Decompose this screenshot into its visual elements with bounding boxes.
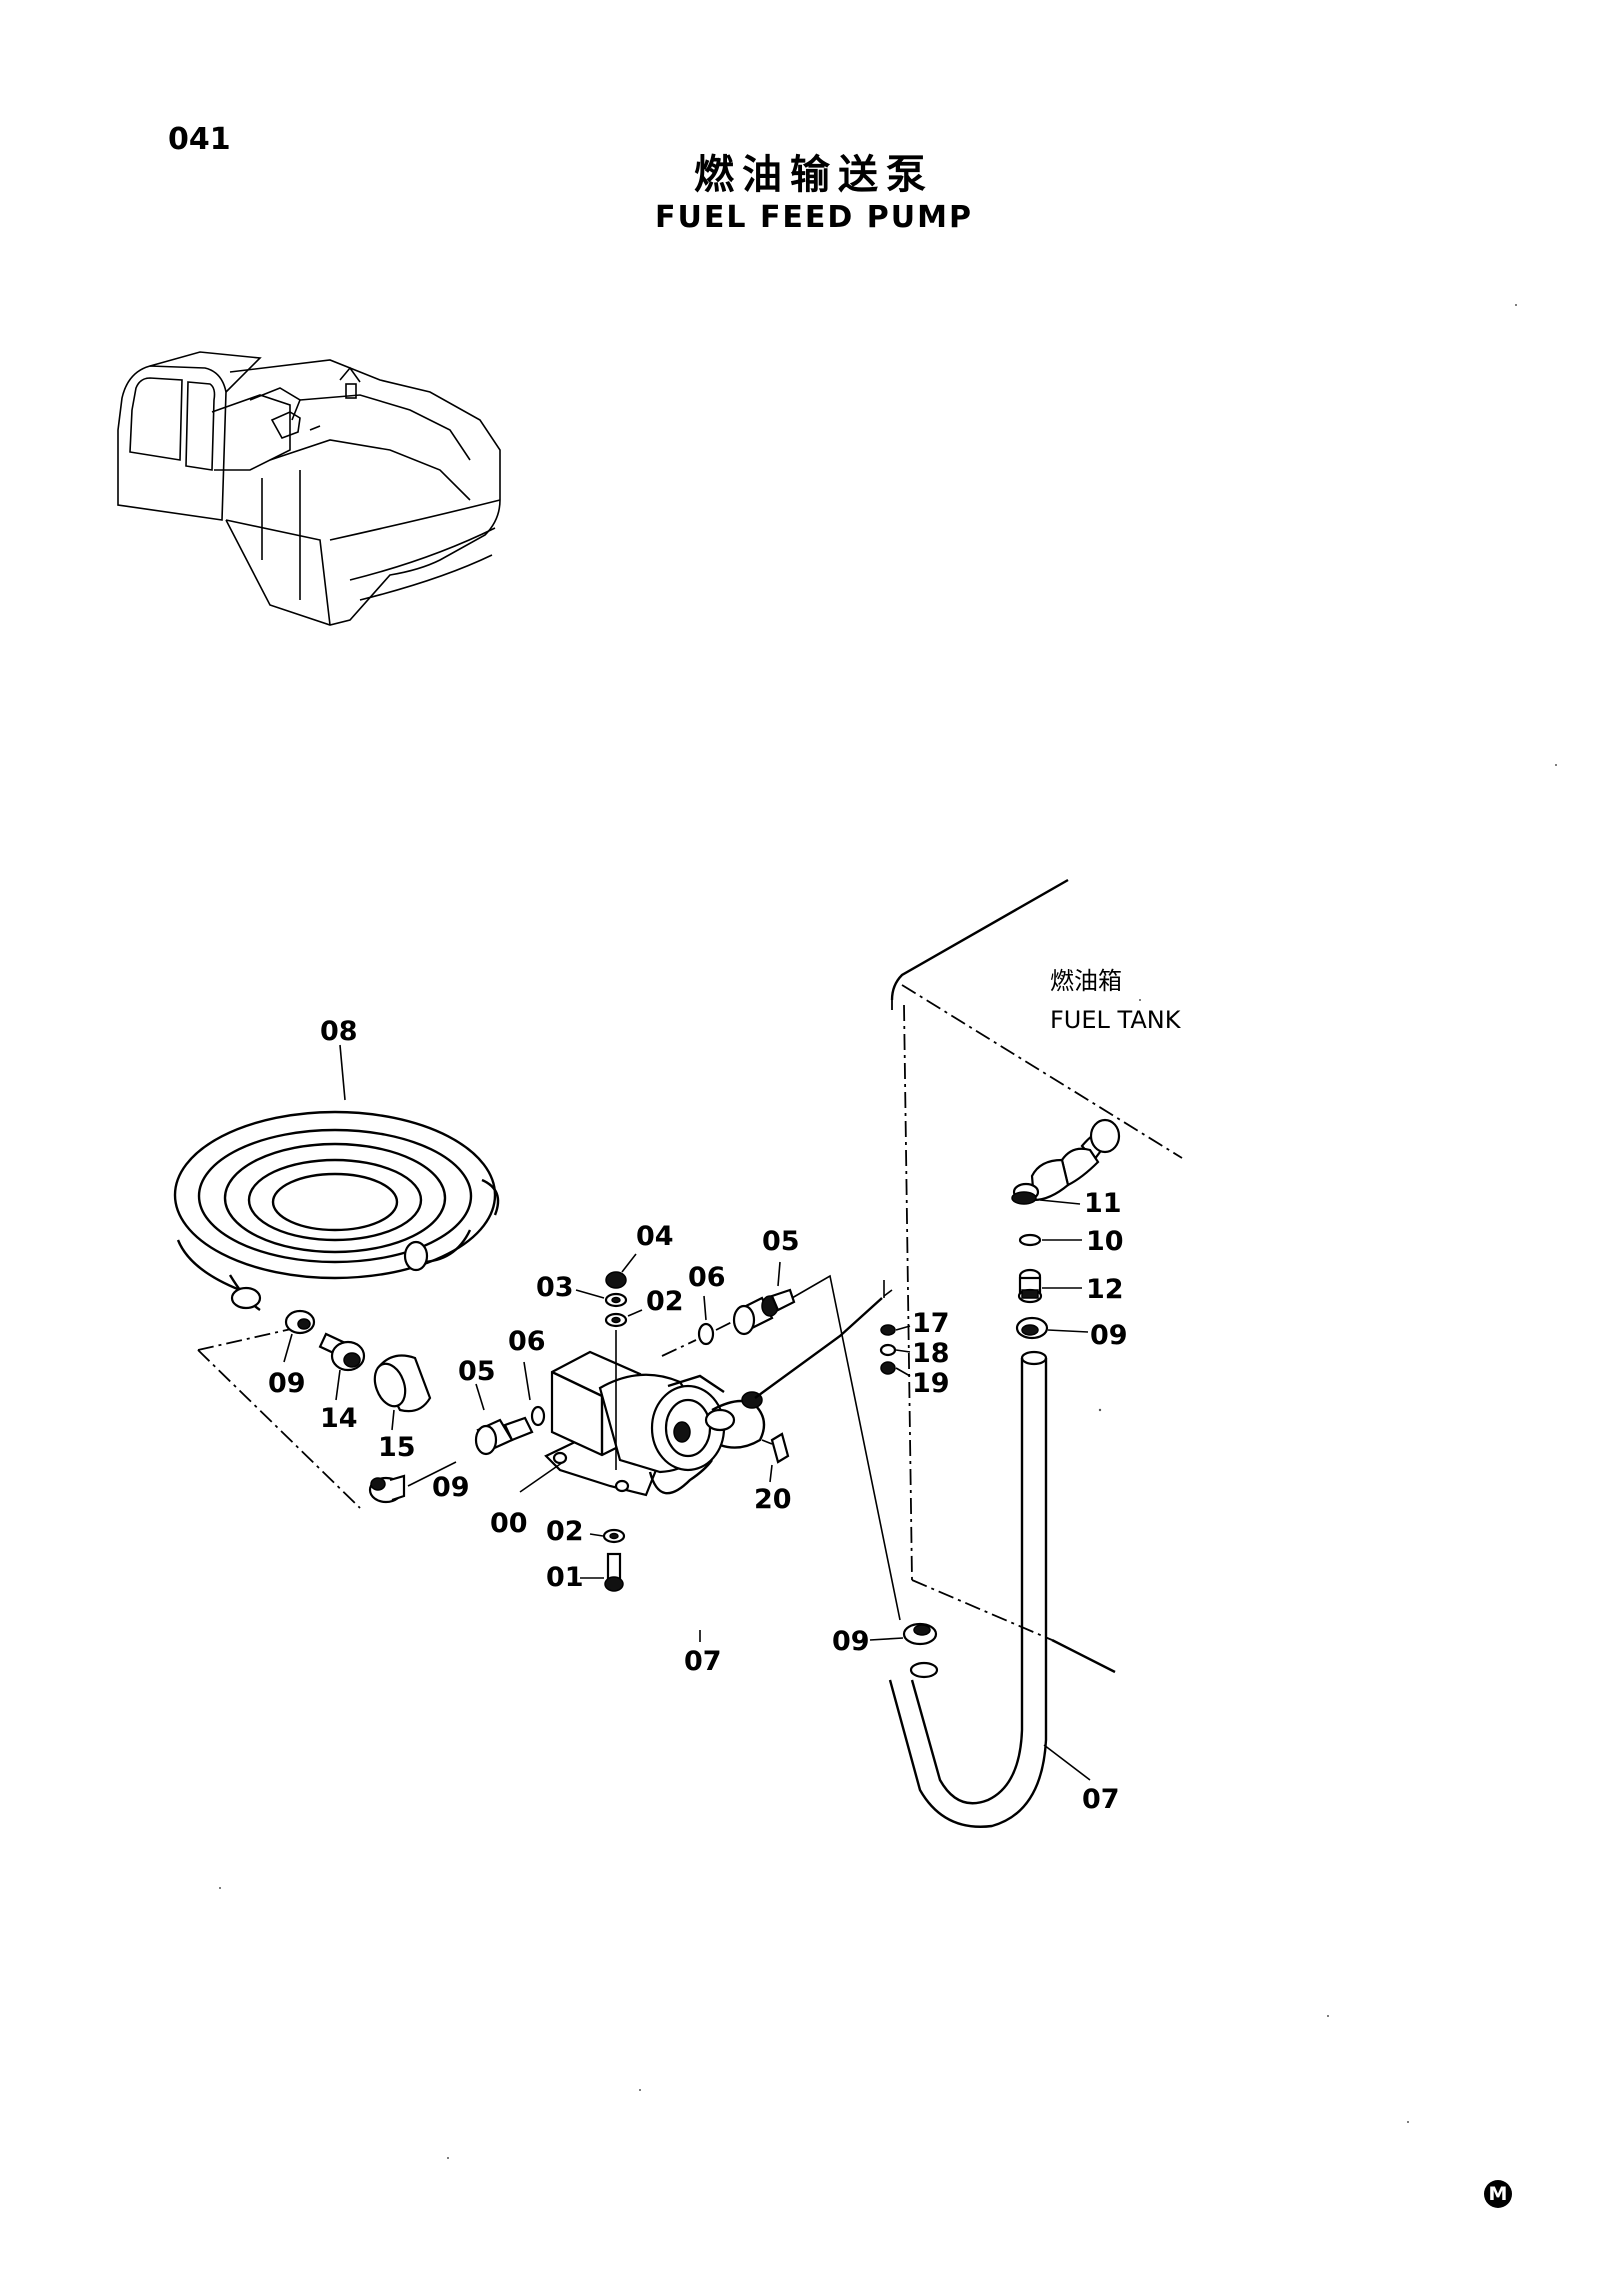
callout-11: 11 bbox=[1084, 1188, 1122, 1219]
fitting-12 bbox=[1017, 1268, 1082, 1304]
fuel-tank-label-zh: 燃油箱 bbox=[1050, 967, 1122, 995]
hose-clamp-09-upper bbox=[283, 1309, 316, 1363]
circled-m-mark-icon: M bbox=[1484, 2180, 1512, 2208]
o-ring-10 bbox=[1018, 1233, 1082, 1247]
fitting-05-left bbox=[474, 1383, 534, 1456]
page-number: 041 bbox=[168, 122, 231, 157]
callout-07-center: 07 bbox=[684, 1646, 722, 1677]
bolt-01 bbox=[580, 1552, 624, 1592]
washer-02-upper bbox=[604, 1309, 643, 1328]
callout-07-right: 07 bbox=[1082, 1784, 1120, 1815]
o-ring-06-right bbox=[661, 1295, 737, 1357]
callout-10: 10 bbox=[1086, 1226, 1124, 1257]
coiled-fuel-hose bbox=[173, 1044, 500, 1311]
callout-09-right: 09 bbox=[1090, 1320, 1128, 1351]
nut-04 bbox=[605, 1253, 637, 1289]
title-chinese: 燃油输送泵 bbox=[694, 152, 934, 198]
excavator-overview-icon bbox=[117, 351, 501, 626]
callout-04: 04 bbox=[636, 1221, 674, 1252]
hose-clamp-09-lower bbox=[368, 1461, 457, 1504]
connector-14 bbox=[318, 1332, 366, 1401]
u-shaped-fuel-hose bbox=[888, 1350, 1091, 1828]
callout-02-lower: 02 bbox=[546, 1516, 584, 1547]
callout-15: 15 bbox=[378, 1432, 416, 1463]
fitting-05-right bbox=[732, 1261, 796, 1336]
scan-speckles bbox=[219, 304, 1557, 2159]
callout-20: 20 bbox=[754, 1484, 792, 1515]
callout-00: 00 bbox=[490, 1508, 528, 1539]
callout-09-left-upper: 09 bbox=[268, 1368, 306, 1399]
hose-clamp-09-bottom bbox=[869, 1622, 938, 1646]
fuel-tank-outline bbox=[890, 878, 1183, 1674]
callout-09-left-lower: 09 bbox=[432, 1472, 470, 1503]
title-english: FUEL FEED PUMP bbox=[655, 200, 973, 235]
hose-clamp-09-right bbox=[1015, 1316, 1089, 1340]
callout-19: 19 bbox=[912, 1368, 950, 1399]
washer-02-lower bbox=[589, 1528, 626, 1544]
filter-cap-15 bbox=[373, 1354, 432, 1431]
callout-08: 08 bbox=[320, 1016, 358, 1047]
callout-03: 03 bbox=[536, 1272, 574, 1303]
callout-14: 14 bbox=[320, 1403, 358, 1434]
callout-06-right: 06 bbox=[688, 1262, 726, 1293]
callout-17: 17 bbox=[912, 1308, 950, 1339]
callout-06-left: 06 bbox=[508, 1326, 546, 1357]
fuel-tank-label-en: FUEL TANK bbox=[1050, 1006, 1182, 1034]
washer-03 bbox=[575, 1289, 628, 1308]
callout-02-upper: 02 bbox=[646, 1286, 684, 1317]
callout-01: 01 bbox=[546, 1562, 584, 1593]
callout-05-right: 05 bbox=[762, 1226, 800, 1257]
callout-05-left: 05 bbox=[458, 1356, 496, 1387]
connector-20 bbox=[761, 1432, 790, 1483]
callout-12: 12 bbox=[1086, 1274, 1124, 1305]
nut-stack-17-18-19 bbox=[879, 1280, 911, 1377]
o-ring-06-left bbox=[523, 1361, 546, 1427]
callout-09-bottom: 09 bbox=[832, 1626, 870, 1657]
elbow-fitting-11 bbox=[1011, 1118, 1121, 1205]
fuel-feed-pump-body bbox=[544, 1289, 893, 1497]
callout-18: 18 bbox=[912, 1338, 950, 1369]
